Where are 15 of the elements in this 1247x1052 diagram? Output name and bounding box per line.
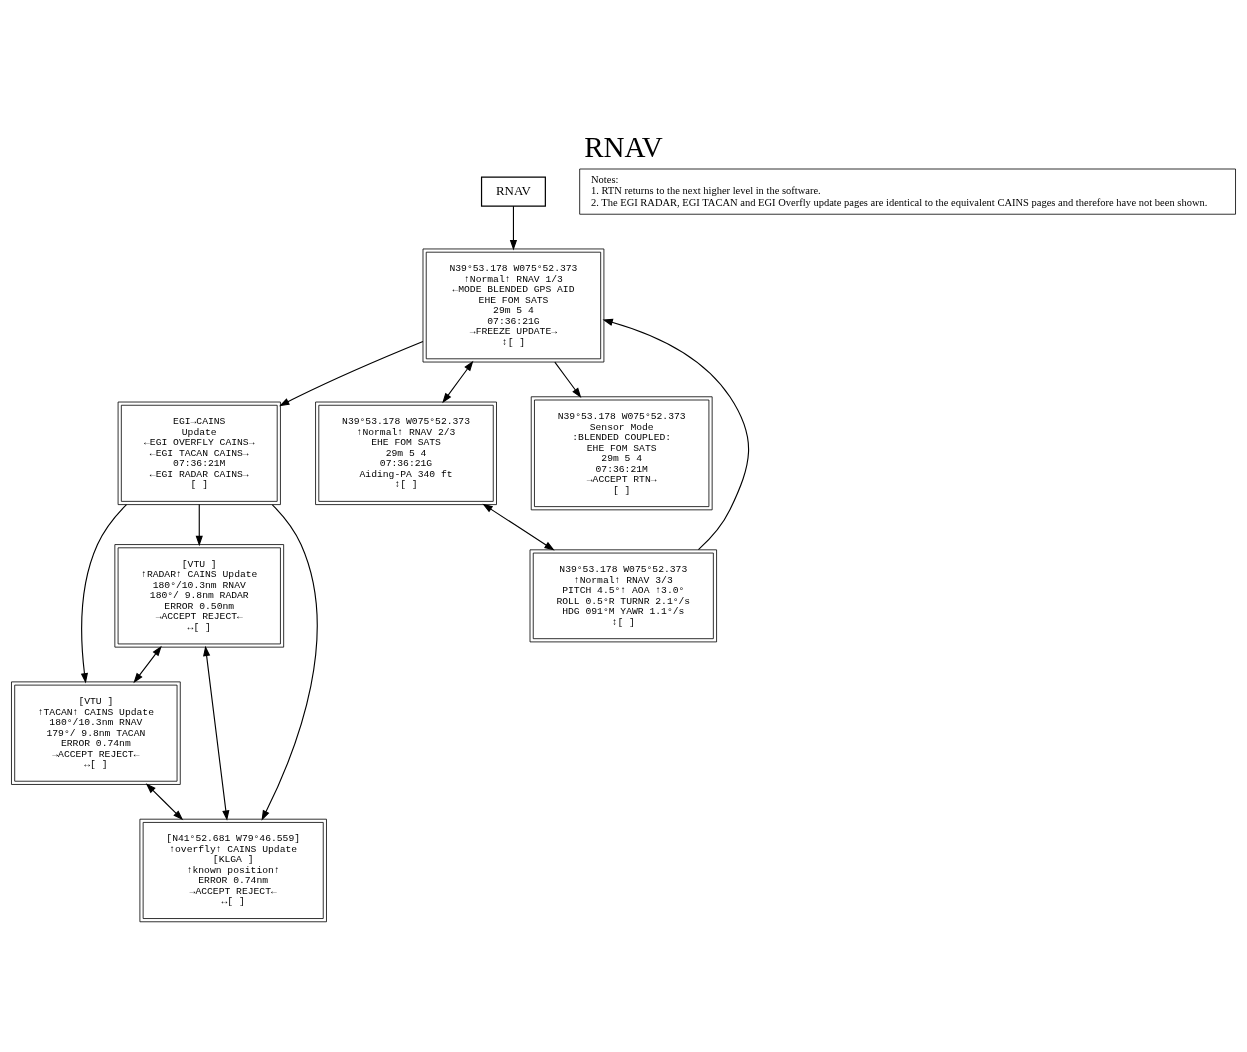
node-box: Notes: 1. RTN returns to the next higher level in the software. 2. The EGI RADAR, EGI TACAN and EGI Overfly update pages are identical to the equivalent CAINS pages and therefore have not been shown.: [579, 168, 1236, 215]
arrow: [442, 360, 474, 404]
node-box: RNAV: [480, 176, 546, 207]
arrow: [80, 504, 128, 684]
arrow: [509, 205, 518, 251]
arrow: [279, 340, 424, 407]
arrow: [133, 645, 162, 684]
arrow: [145, 783, 184, 821]
arrow: [261, 504, 318, 821]
diagram-title: RNAV: [584, 130, 663, 163]
arrow: [195, 504, 203, 547]
arrow: [203, 645, 230, 821]
arrow: [482, 503, 555, 551]
arrow: [554, 361, 582, 398]
arrow: [602, 318, 750, 551]
